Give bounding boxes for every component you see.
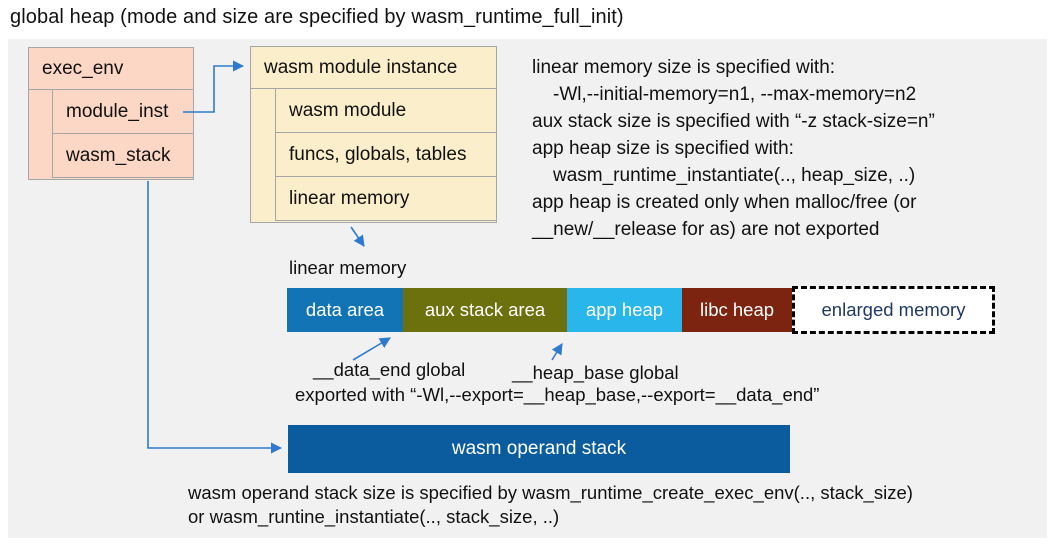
module-instance-row-wasm-module: wasm module xyxy=(275,89,497,133)
linear-memory-label: linear memory xyxy=(289,257,407,278)
exec-env-box: exec_env module_inst wasm_stack xyxy=(28,47,194,180)
page-title: global heap (mode and size are specified… xyxy=(10,6,624,28)
note-line: aux stack size is specified with “-z sta… xyxy=(532,111,935,132)
segment-enlarged-memory: enlarged memory xyxy=(792,286,995,334)
module-instance-header: wasm module instance xyxy=(251,47,496,89)
segment-app-heap: app heap xyxy=(567,288,682,332)
note-line: app heap size is specified with: xyxy=(532,138,794,159)
exec-env-row-wasm-stack: wasm_stack xyxy=(52,134,194,178)
note-line: -Wl,--initial-memory=n1, --max-memory=n2 xyxy=(553,84,917,105)
footer-line: wasm operand stack size is specified by … xyxy=(188,482,913,503)
memory-size-notes: linear memory size is specified with: -W… xyxy=(532,54,935,243)
export-flags-label: exported with “-Wl,--export=__heap_base,… xyxy=(295,384,820,405)
heap-base-global-label: __heap_base global xyxy=(512,362,679,383)
exec-env-row-module-inst: module_inst xyxy=(52,90,194,134)
note-line: linear memory size is specified with: xyxy=(532,57,836,78)
segment-data-area: data area xyxy=(287,288,403,332)
wasm-operand-stack-bar: wasm operand stack xyxy=(288,425,790,473)
segment-libc-heap: libc heap xyxy=(682,288,792,332)
module-instance-row-linear-memory: linear memory xyxy=(275,177,497,221)
module-instance-row-funcs-globals-tables: funcs, globals, tables xyxy=(275,133,497,177)
wasm-module-instance-box: wasm module instance wasm module funcs, … xyxy=(250,46,497,223)
linear-memory-bar: data area aux stack area app heap libc h… xyxy=(287,286,995,334)
segment-aux-stack-area: aux stack area xyxy=(403,288,567,332)
data-end-global-label: __data_end global xyxy=(313,359,466,380)
footer-line: or wasm_runtine_instantiate(.., stack_si… xyxy=(188,506,560,527)
note-line: __new/__release for as) are not exported xyxy=(532,219,880,240)
note-line: wasm_runtime_instantiate(.., heap_size, … xyxy=(553,165,916,186)
operand-stack-notes: wasm operand stack size is specified by … xyxy=(188,481,913,529)
note-line: app heap is created only when malloc/fre… xyxy=(532,192,917,213)
exec-env-header: exec_env xyxy=(29,48,193,90)
